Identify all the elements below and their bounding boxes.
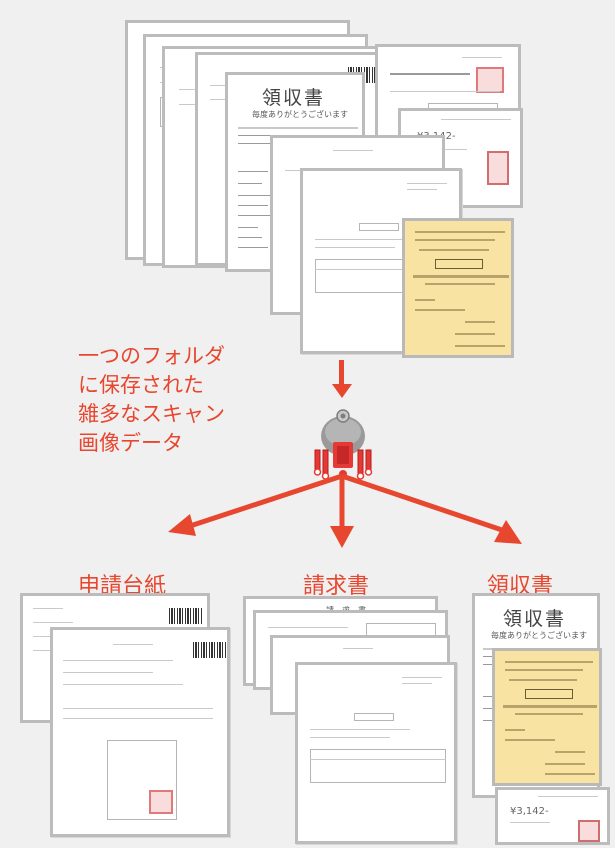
category-label-invoice: 請求書 <box>303 574 370 599</box>
receipt-amount: ¥3,142- <box>510 806 549 817</box>
application-doc-front <box>50 627 230 837</box>
barcode <box>193 642 227 658</box>
receipt-small-note: ¥3,142- <box>495 787 610 845</box>
caption-line-1: 一つのフォルダ <box>78 344 225 368</box>
receipt-thanks: 毎度ありがとうございます <box>491 631 587 640</box>
red-seal-stamp <box>149 790 173 814</box>
sorting-robot-icon <box>313 409 373 480</box>
red-seal-stamp <box>476 67 504 93</box>
arrow-to-invoice-icon <box>330 476 354 548</box>
receipt-title: 領収書 <box>503 608 567 630</box>
scan-parking-receipt <box>402 218 514 358</box>
arrow-to-receipt-icon <box>341 473 522 544</box>
caption-line-2: に保存された <box>78 373 204 397</box>
caption-line-4: 画像データ <box>78 431 183 455</box>
arrow-to-application-icon <box>168 473 343 536</box>
source-caption: 一つのフォルダ に保存された 雑多なスキャン 画像データ <box>78 342 278 458</box>
receipt-parking-slip <box>492 648 602 786</box>
down-arrow-icon <box>332 360 352 398</box>
receipt-title: 領収書 <box>262 87 326 109</box>
receipt-thanks: 毎度ありがとうございます <box>252 110 348 119</box>
caption-line-3: 雑多なスキャン <box>78 402 225 426</box>
invoice-doc-4 <box>295 662 457 844</box>
distribution-arrows <box>168 473 522 548</box>
